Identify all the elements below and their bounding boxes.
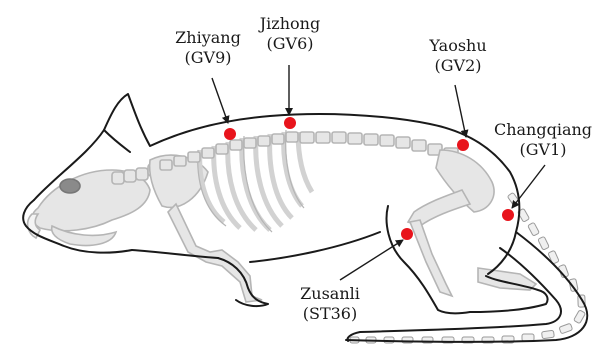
zusanli-code: (ST36) — [290, 304, 370, 324]
zusanli-point — [401, 228, 413, 240]
zhiyang-point — [224, 128, 236, 140]
zhiyang-arrow — [212, 78, 228, 123]
label-jizhong: Jizhong (GV6) — [250, 14, 330, 54]
leader-lines — [212, 65, 545, 280]
jizhong-point — [284, 117, 296, 129]
zusanli-name: Zusanli — [290, 284, 370, 304]
changqiang-point — [502, 209, 514, 221]
yaoshu-point — [457, 139, 469, 151]
yaoshu-code: (GV2) — [418, 56, 498, 76]
label-zhiyang: Zhiyang (GV9) — [168, 28, 248, 68]
yaoshu-arrow — [455, 85, 466, 137]
changqiang-code: (GV1) — [488, 140, 598, 160]
jizhong-code: (GV6) — [250, 34, 330, 54]
zusanli-arrow — [340, 240, 403, 280]
zhiyang-name: Zhiyang — [168, 28, 248, 48]
eye-socket — [60, 179, 80, 193]
yaoshu-name: Yaoshu — [418, 36, 498, 56]
label-changqiang: Changqiang (GV1) — [488, 120, 598, 160]
tibia — [410, 220, 452, 296]
spine — [160, 132, 458, 170]
label-zusanli: Zusanli (ST36) — [290, 284, 370, 324]
label-yaoshu: Yaoshu (GV2) — [418, 36, 498, 76]
zhiyang-code: (GV9) — [168, 48, 248, 68]
changqiang-name: Changqiang — [488, 120, 598, 140]
jizhong-name: Jizhong — [250, 14, 330, 34]
tail-vertebrae — [350, 192, 586, 343]
